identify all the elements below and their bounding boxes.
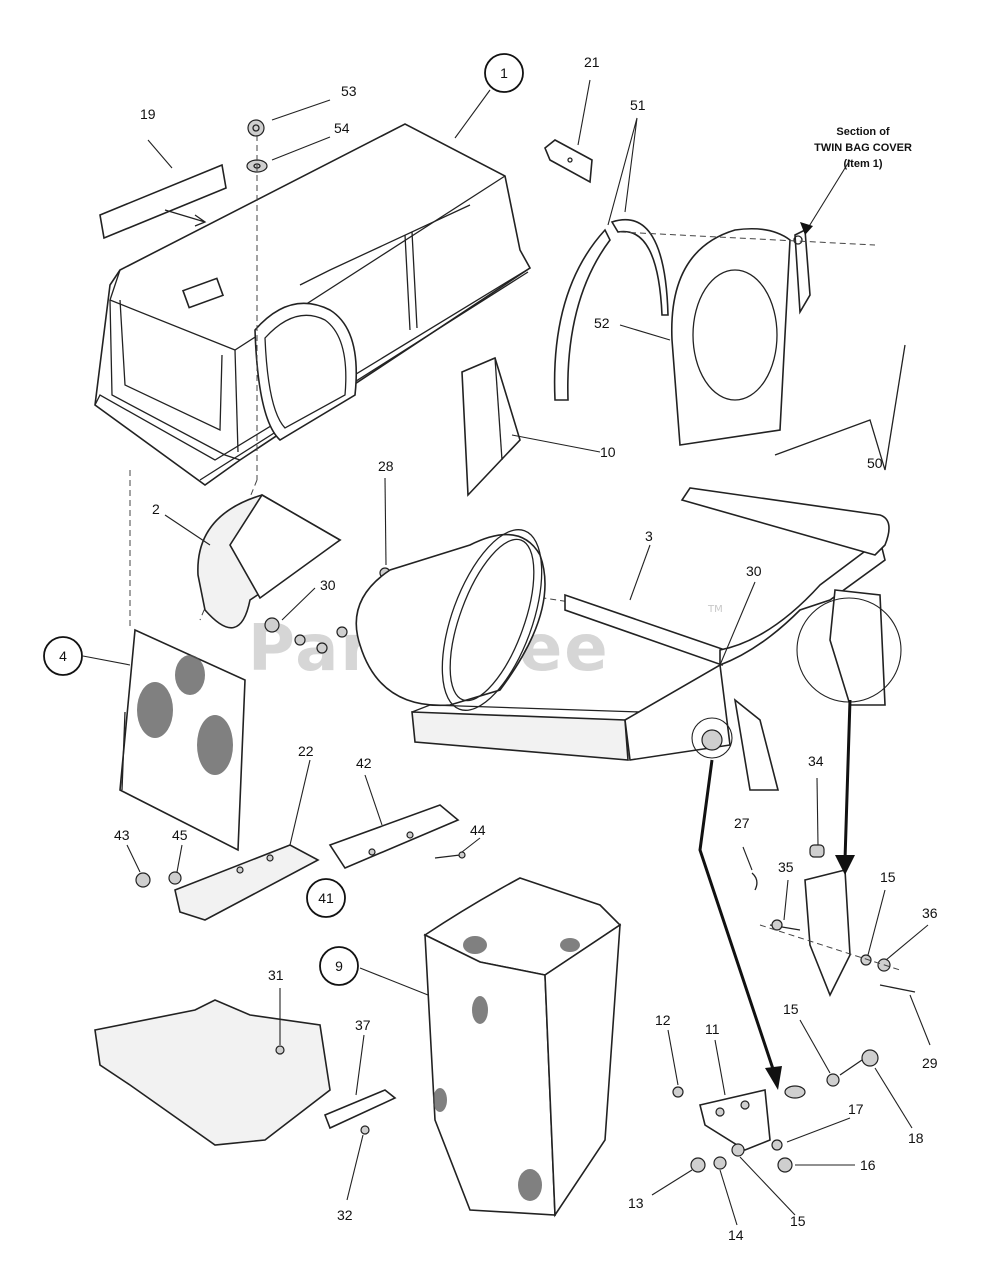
part-bolt-35[interactable] [769,919,801,931]
part-screw-32[interactable] [360,1125,370,1135]
label-32: 32 [337,1207,353,1223]
part-twin-bag-cover[interactable] [94,123,532,486]
label-54: 54 [334,120,350,136]
assembly-line-right [759,924,901,971]
label-35: 35 [778,859,794,875]
label-28: 28 [378,458,394,474]
part-adapter-plate-52[interactable] [671,227,791,446]
label-15-top: 15 [783,1001,799,1017]
label-15-right: 15 [880,869,896,885]
part-washer-14[interactable] [713,1156,727,1170]
label-42: 42 [356,755,372,771]
part-nut-16[interactable] [777,1157,793,1173]
label-31: 31 [268,967,284,983]
part-seal-strip-51[interactable] [553,218,669,401]
part-clip-27[interactable] [751,872,758,891]
label-1: 1 [500,65,508,81]
label-9: 9 [335,958,343,974]
part-bracket-11[interactable] [699,1089,771,1151]
part-hinge-22[interactable] [174,844,320,921]
label-12: 12 [655,1012,671,1028]
part-nut-43[interactable] [135,872,151,888]
label-43: 43 [114,827,130,843]
part-decal[interactable] [99,163,227,240]
part-washer-15-right[interactable] [860,954,872,966]
part-bolt-30-left[interactable] [264,617,280,633]
label-16: 16 [860,1157,876,1173]
label-17: 17 [848,1101,864,1117]
callout-arrows [698,159,855,1090]
label-53: 53 [341,83,357,99]
label-45: 45 [172,827,188,843]
label-29: 29 [922,1055,938,1071]
part-section-cover[interactable] [619,228,906,471]
label-22: 22 [298,743,314,759]
label-50: 50 [867,455,883,471]
part-bolt-18[interactable] [839,1049,879,1076]
part-adapter-ring[interactable] [355,517,562,723]
label-19: 19 [140,106,156,122]
label-30-right: 30 [746,563,762,579]
part-nut-13[interactable] [690,1157,706,1173]
label-15-bottom: 15 [790,1213,806,1229]
label-44: 44 [470,822,486,838]
label-27: 27 [734,815,750,831]
section-note-line2: TWIN BAG COVER [814,142,912,154]
part-screw-44[interactable] [434,851,466,859]
label-41: 41 [318,890,334,906]
section-note: Section of TWIN BAG COVER (Item 1) [814,126,912,170]
label-2: 2 [152,501,160,517]
label-3: 3 [645,528,653,544]
part-bracket-37[interactable] [323,1089,397,1130]
part-hex-nut-53[interactable] [247,119,265,137]
section-note-line3: (Item 1) [843,158,882,170]
label-4: 4 [59,648,67,664]
label-34: 34 [808,753,824,769]
part-washer-15-bottom[interactable] [731,1143,745,1157]
label-52: 52 [594,315,610,331]
part-grass-bag-9[interactable] [423,877,622,1218]
section-note-line1: Section of [836,126,890,138]
label-11: 11 [705,1021,720,1037]
part-mount-bracket-31[interactable] [94,999,331,1146]
part-washer-15-top[interactable] [826,1073,840,1087]
part-screen-4[interactable] [119,628,246,852]
label-51: 51 [630,97,646,113]
part-spacer[interactable] [784,1085,806,1099]
label-14: 14 [728,1227,744,1243]
label-21: 21 [584,54,600,70]
label-30-left: 30 [320,577,336,593]
part-bolt-29[interactable] [879,984,916,993]
part-latch-plate[interactable] [804,868,851,997]
label-13: 13 [628,1195,644,1211]
callout-4: 4 [43,636,83,676]
part-hinge-42[interactable] [328,804,460,869]
callout-1: 1 [484,53,524,93]
label-10: 10 [600,444,616,460]
part-washer-17[interactable] [771,1139,783,1151]
callout-9: 9 [319,946,359,986]
label-36: 36 [922,905,938,921]
part-washer-45[interactable] [168,871,182,885]
part-chute-10[interactable] [461,356,521,497]
callout-41: 41 [306,878,346,918]
label-37: 37 [355,1017,371,1033]
leader-lines [82,79,931,1226]
label-18: 18 [908,1130,924,1146]
part-deflector-2[interactable] [197,493,342,629]
part-bracket-21[interactable] [544,139,593,184]
part-bag-frame-3[interactable] [411,487,902,791]
part-labels: 53 54 19 21 51 52 50 10 2 28 30 3 30 22 … [114,54,938,1243]
watermark-trademark: TM [707,604,723,615]
part-bolt-12[interactable] [672,1086,684,1098]
part-pin-34[interactable] [809,844,825,858]
